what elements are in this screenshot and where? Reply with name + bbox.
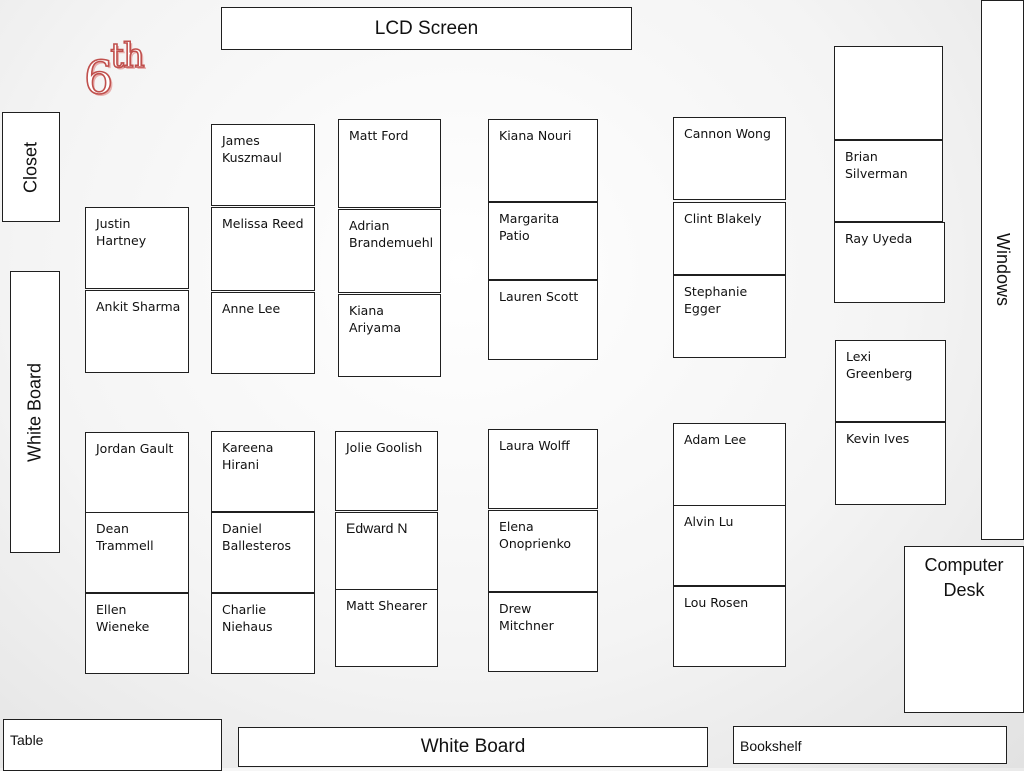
student-name: Justin Hartney	[96, 216, 147, 248]
bookshelf: Bookshelf	[733, 726, 1007, 764]
student-name: Kareena Hirani	[222, 440, 274, 472]
desk: James Kuszmaul	[211, 124, 315, 206]
table: Table	[3, 719, 222, 771]
student-name: Cannon Wong	[684, 126, 771, 141]
desk: Lauren Scott	[488, 280, 598, 360]
student-name: Jolie Goolish	[346, 440, 423, 455]
desk: Cannon Wong	[673, 117, 786, 200]
desk: Drew Mitchner	[488, 592, 598, 672]
desk: Lou Rosen	[673, 586, 786, 667]
desk: Elena Onoprienko	[488, 510, 598, 592]
desk: Clint Blakely	[673, 202, 786, 275]
student-name: Ellen Wieneke	[96, 602, 150, 634]
closet: Closet	[2, 112, 60, 222]
student-name: Kiana Ariyama	[349, 303, 402, 335]
student-name: Laura Wolff	[499, 438, 570, 453]
student-name: Kiana Nouri	[499, 128, 572, 143]
student-name: Daniel Ballesteros	[222, 521, 292, 553]
student-name: Margarita Patio	[499, 211, 560, 243]
table-label: Table	[10, 732, 44, 748]
student-name: Elena Onoprienko	[499, 519, 572, 551]
desk: Matt Shearer	[335, 589, 438, 667]
lcd-screen: LCD Screen	[221, 7, 632, 50]
white-board-left-label: White Board	[24, 362, 45, 462]
student-name: Lauren Scott	[499, 289, 579, 304]
desk	[834, 46, 943, 140]
student-name: Clint Blakely	[684, 211, 762, 226]
desk: Justin Hartney	[85, 207, 189, 289]
computer-desk: Computer Desk	[904, 546, 1024, 713]
desk: Matt Ford	[338, 119, 441, 208]
student-name: James Kuszmaul	[222, 133, 282, 165]
student-name: Matt Shearer	[346, 598, 428, 613]
windows: Windows	[981, 0, 1024, 540]
desk: Charlie Niehaus	[211, 593, 315, 674]
student-name: Jordan Gault	[96, 441, 174, 456]
student-name: Matt Ford	[349, 128, 409, 143]
student-name: Charlie Niehaus	[222, 602, 273, 634]
desk: Dean Trammell	[85, 512, 189, 593]
desk: Kiana Nouri	[488, 119, 598, 202]
student-name: Edward N	[346, 520, 408, 536]
student-name: Brian Silverman	[845, 149, 908, 181]
student-name: Ankit Sharma	[96, 299, 181, 314]
white-board-bottom-label: White Board	[420, 736, 526, 757]
student-name: Drew Mitchner	[499, 601, 554, 633]
desk: Daniel Ballesteros	[211, 512, 315, 593]
white-board-left: White Board	[10, 271, 60, 553]
student-name: Adrian Brandemuehl	[349, 218, 434, 250]
student-name: Adam Lee	[684, 432, 747, 447]
desk: Melissa Reed	[211, 207, 315, 291]
computer-desk-label: Computer Desk	[924, 555, 1004, 600]
desk: Margarita Patio	[488, 202, 598, 280]
closet-label: Closet	[20, 141, 41, 193]
desk: Adrian Brandemuehl	[338, 209, 441, 293]
desk: Anne Lee	[211, 292, 315, 374]
student-name: Kevin Ives	[846, 431, 910, 446]
student-name: Melissa Reed	[222, 216, 304, 231]
desk: Kevin Ives	[835, 422, 946, 505]
student-name: Lexi Greenberg	[846, 349, 913, 381]
lcd-screen-label: LCD Screen	[374, 17, 479, 39]
desk: Kiana Ariyama	[338, 294, 441, 377]
white-board-bottom: White Board	[238, 727, 708, 767]
student-name: Dean Trammell	[96, 521, 154, 553]
desk: Jolie Goolish	[335, 431, 438, 511]
student-name: Lou Rosen	[684, 595, 749, 610]
desk: Laura Wolff	[488, 429, 598, 509]
desk: Ray Uyeda	[834, 222, 945, 303]
student-name: Alvin Lu	[684, 514, 734, 529]
desk: Lexi Greenberg	[835, 340, 946, 422]
student-name: Ray Uyeda	[845, 231, 913, 246]
desk: Ankit Sharma	[85, 290, 189, 373]
bookshelf-label: Bookshelf	[740, 738, 802, 754]
grade-label: 6th	[83, 35, 145, 105]
student-name: Anne Lee	[222, 301, 281, 316]
desk: Adam Lee	[673, 423, 786, 506]
student-name: Stephanie Egger	[684, 284, 748, 316]
desk: Alvin Lu	[673, 505, 786, 586]
desk: Kareena Hirani	[211, 431, 315, 512]
desk: Edward N	[335, 512, 438, 590]
desk: Stephanie Egger	[673, 275, 786, 358]
windows-label: Windows	[993, 233, 1013, 307]
desk: Brian Silverman	[834, 140, 943, 222]
desk: Jordan Gault	[85, 432, 189, 513]
desk: Ellen Wieneke	[85, 593, 189, 674]
